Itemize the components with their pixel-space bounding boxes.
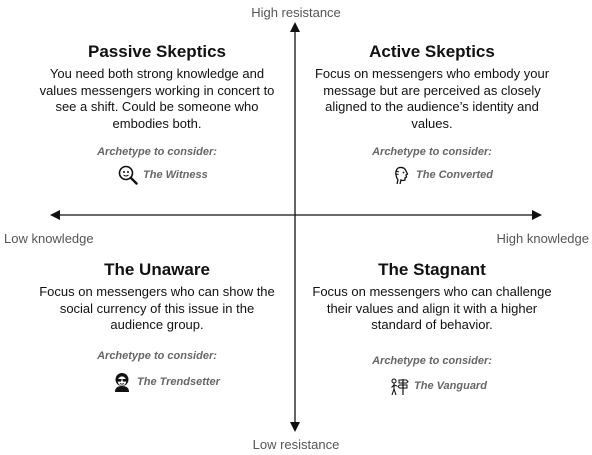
axis-label-right: High knowledge xyxy=(496,231,589,246)
archetype-the-converted: The Converted xyxy=(391,165,493,185)
magnifier-face-icon xyxy=(118,165,138,185)
archetype-heading: Archetype to consider: xyxy=(97,146,217,158)
quadrant-description: Focus on messengers who can challenge th… xyxy=(312,284,552,332)
sunglasses-face-icon xyxy=(115,373,129,392)
quadrant-the-stagnant: The Stagnant Focus on messengers who can… xyxy=(307,260,557,334)
axis-label-left: Low knowledge xyxy=(4,231,94,246)
archetype-name: The Trendsetter xyxy=(137,376,220,388)
profile-face-icon xyxy=(395,166,409,185)
archetype-heading: Archetype to consider: xyxy=(97,350,217,362)
archetype-the-witness: The Witness xyxy=(118,165,208,185)
quadrant-title: Passive Skeptics xyxy=(88,42,226,61)
quadrant-active-skeptics: Active Skeptics Focus on messengers who … xyxy=(307,42,557,132)
archetype-name: The Witness xyxy=(143,169,208,181)
quadrant-description: Focus on messengers who embody your mess… xyxy=(314,66,550,131)
quadrant-description: Focus on messengers who can show the soc… xyxy=(39,284,275,332)
axis-label-bottom: Low resistance xyxy=(252,437,340,452)
archetype-name: The Converted xyxy=(416,169,494,181)
signpost-person-icon xyxy=(391,378,409,396)
archetype-heading: Archetype to consider: xyxy=(372,355,492,367)
archetype-name: The Vanguard xyxy=(414,380,487,392)
quadrant-the-unaware: The Unaware Focus on messengers who can … xyxy=(32,260,282,334)
archetype-the-trendsetter: The Trendsetter xyxy=(112,372,220,392)
quadrant-description: You need both strong knowledge and value… xyxy=(39,66,275,131)
archetype-heading: Archetype to consider: xyxy=(372,146,492,158)
axis-label-top: High resistance xyxy=(251,5,341,20)
quadrant-title: Active Skeptics xyxy=(369,42,495,61)
quadrant-title: The Unaware xyxy=(104,260,210,279)
archetype-the-vanguard: The Vanguard xyxy=(389,376,487,396)
quadrant-passive-skeptics: Passive Skeptics You need both strong kn… xyxy=(32,42,282,132)
quadrant-title: The Stagnant xyxy=(378,260,486,279)
